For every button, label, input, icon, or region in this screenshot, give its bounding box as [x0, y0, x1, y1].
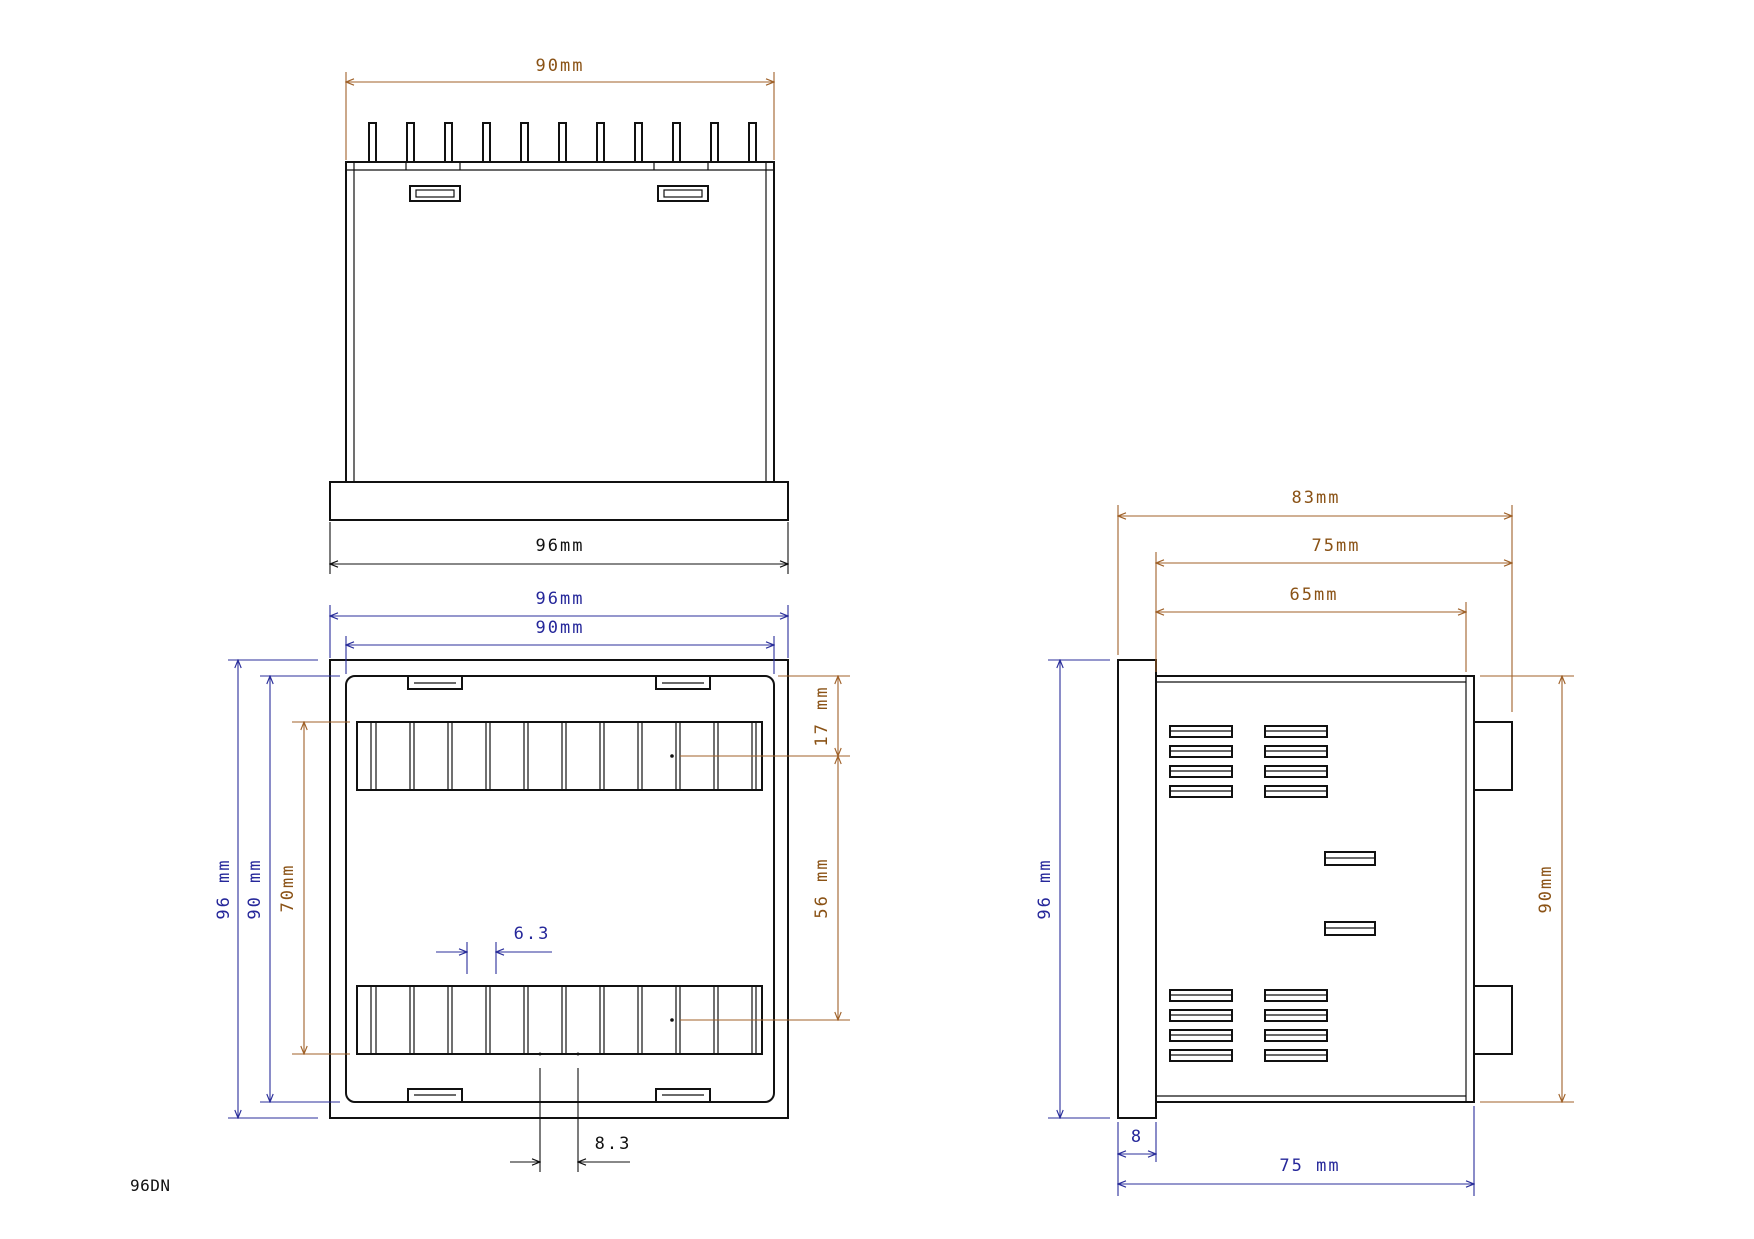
dim-front-bezel-height-label: 96 mm — [214, 858, 234, 919]
dim-body-length-label: 65mm — [1290, 585, 1339, 605]
mounting-clips — [409, 185, 709, 202]
dim-bezel-thickness: 8 — [1118, 1122, 1156, 1196]
model-label: 96DN — [130, 1176, 171, 1195]
dim-bezel-width-top: 96mm — [330, 522, 788, 574]
dim-row-spacing: 56 mm — [680, 756, 850, 1020]
dim-pin-width: 6.3 — [436, 924, 552, 974]
dim-pin-span: 90mm — [346, 56, 774, 160]
dim-overall-length-label: 83mm — [1292, 488, 1341, 508]
dim-housing-length-label: 75mm — [1312, 536, 1361, 556]
side-housing — [1155, 675, 1475, 1103]
side-view: 83mm 75mm 65mm 96 mm 90mm — [1035, 488, 1574, 1196]
dim-pin-pitch: 8.3 — [510, 1068, 632, 1172]
dim-side-depth: 75 mm — [1118, 1106, 1474, 1196]
dim-pin-pitch-label: 8.3 — [595, 1134, 632, 1154]
top-view: 90mm 96mm — [329, 56, 789, 574]
dim-row-spacing-label: 56 mm — [812, 857, 832, 918]
dim-bezel-thickness-label: 8 — [1131, 1127, 1143, 1147]
dim-side-body-height-label: 90mm — [1536, 865, 1556, 914]
dim-front-bezel-height: 96 mm — [214, 660, 318, 1118]
dim-side-bezel-height: 96 mm — [1035, 660, 1110, 1118]
dim-body-length: 65mm — [1156, 585, 1466, 672]
terminal-pins — [368, 122, 757, 163]
dim-front-bezel-width-label: 96mm — [536, 589, 585, 609]
dim-front-inner-height-label: 90 mm — [245, 858, 265, 919]
dim-overall-length: 83mm — [1118, 488, 1512, 712]
dim-terminal-span-label: 70mm — [278, 864, 298, 913]
dim-front-bezel-width: 96mm — [330, 589, 788, 658]
front-bezel — [329, 659, 789, 1119]
dim-pin-span-label: 90mm — [536, 56, 585, 76]
dim-offset-top: 17 mm — [680, 676, 850, 756]
front-inner-frame — [345, 675, 775, 1103]
dim-pin-width-label: 6.3 — [514, 924, 551, 944]
bezel — [329, 481, 789, 521]
front-view: 96mm 90mm 96 mm 90 mm 70mm — [214, 589, 850, 1172]
dim-side-body-height: 90mm — [1480, 676, 1574, 1102]
vent-slots — [1169, 725, 1376, 1062]
dim-front-inner-width: 90mm — [346, 618, 774, 674]
dim-side-bezel-height-label: 96 mm — [1035, 858, 1055, 919]
housing-body — [345, 161, 775, 483]
dim-bezel-width-top-label: 96mm — [536, 536, 585, 556]
dim-offset-top-label: 17 mm — [812, 685, 832, 746]
dim-front-inner-height: 90 mm — [245, 676, 340, 1102]
side-bezel — [1117, 659, 1157, 1119]
dim-terminal-span: 70mm — [278, 722, 350, 1054]
dim-front-inner-width-label: 90mm — [536, 618, 585, 638]
dim-side-depth-label: 75 mm — [1279, 1156, 1340, 1176]
